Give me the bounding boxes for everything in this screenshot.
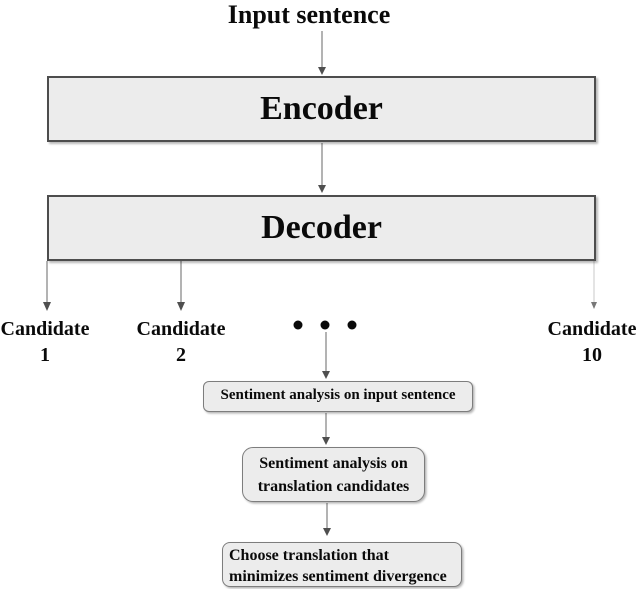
arrow-candidates-to-step1 (322, 332, 330, 379)
step-sentiment-candidates-box: Sentiment analysis on translation candid… (242, 447, 425, 502)
decoder-block: Decoder (47, 195, 596, 261)
step-line: Choose translation that (229, 547, 390, 564)
candidate-2-label: Candidate 2 (131, 316, 231, 368)
candidate-1-label: Candidate 1 (0, 316, 95, 368)
step-line: minimizes sentiment divergence (229, 568, 447, 585)
candidate-number: 2 (176, 344, 186, 366)
candidate-10-label: Candidate 10 (542, 316, 640, 368)
arrow-encoder-to-decoder (318, 143, 326, 193)
arrow-decoder-to-candidate-1 (43, 261, 51, 311)
step-line: Sentiment analysis on (259, 455, 408, 472)
step-sentiment-input-box: Sentiment analysis on input sentence (203, 381, 473, 412)
arrow-input-to-encoder (318, 31, 326, 75)
arrow-decoder-to-candidate-2 (177, 261, 185, 311)
ellipsis-dots-icon (293, 320, 357, 330)
arrow-step2-to-step3 (323, 503, 331, 536)
candidate-number: 10 (582, 344, 602, 366)
encoder-label: Encoder (260, 90, 383, 127)
arrow-step1-to-step2 (322, 413, 330, 445)
encoder-block: Encoder (47, 76, 596, 142)
decoder-label: Decoder (261, 209, 382, 246)
candidate-word: Candidate (547, 318, 637, 340)
arrow-decoder-to-candidate-10 (591, 261, 597, 309)
input-sentence-label: Input sentence (227, 0, 391, 29)
step-line: translation candidates (257, 478, 410, 495)
candidate-word: Candidate (0, 318, 90, 340)
step-choose-translation-box: Choose translation that minimizes sentim… (222, 542, 462, 587)
step-line: Sentiment analysis on input sentence (220, 387, 456, 403)
candidate-number: 1 (40, 344, 50, 366)
candidate-word: Candidate (136, 318, 226, 340)
